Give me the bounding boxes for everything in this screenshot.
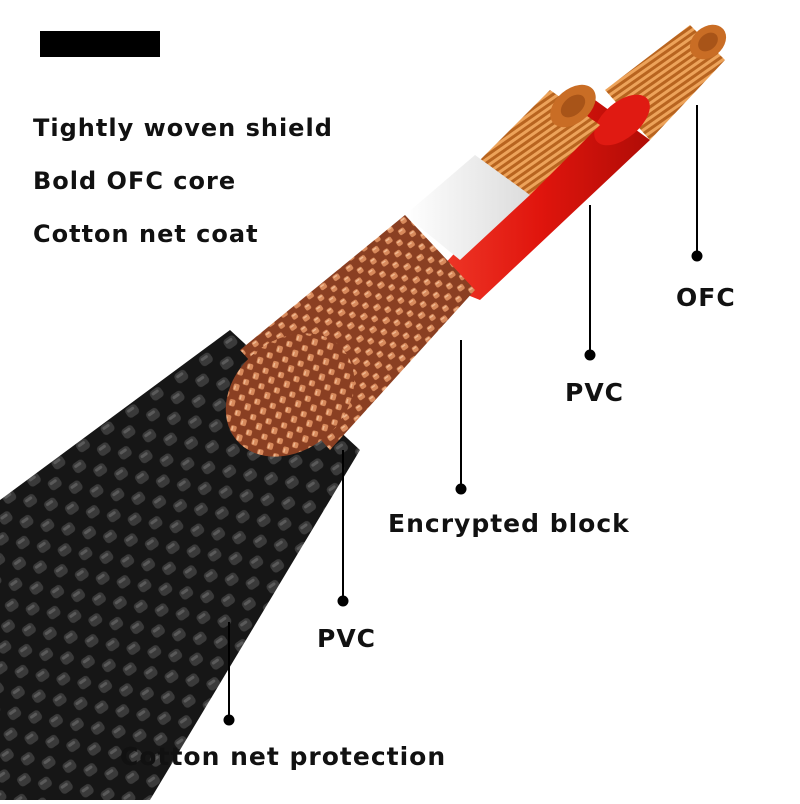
copper-shield xyxy=(225,215,475,457)
label-pvc-inner: PVC xyxy=(565,378,625,407)
ofc-core-front xyxy=(480,84,600,195)
feature-tightly-woven-shield: Tightly woven shield xyxy=(33,114,333,142)
red-pvc-insulation xyxy=(430,94,650,300)
label-ofc: OFC xyxy=(676,283,736,312)
redaction-bar xyxy=(40,31,160,57)
label-cotton-net-protection: Cotton net protection xyxy=(120,742,447,771)
pvc-inner-dot xyxy=(584,349,596,361)
feature-cotton-net-coat: Cotton net coat xyxy=(33,220,259,248)
cotton-net-dot xyxy=(223,714,235,726)
encrypted-block-dot xyxy=(455,483,467,495)
callout-lines xyxy=(223,105,703,726)
white-pvc-insulation xyxy=(405,155,530,260)
label-pvc-outer: PVC xyxy=(317,624,377,653)
label-encrypted-block: Encrypted block xyxy=(388,509,630,538)
feature-bold-ofc-core: Bold OFC core xyxy=(33,167,237,195)
ofc-dot xyxy=(691,250,703,262)
pvc-outer-dot xyxy=(337,595,349,607)
